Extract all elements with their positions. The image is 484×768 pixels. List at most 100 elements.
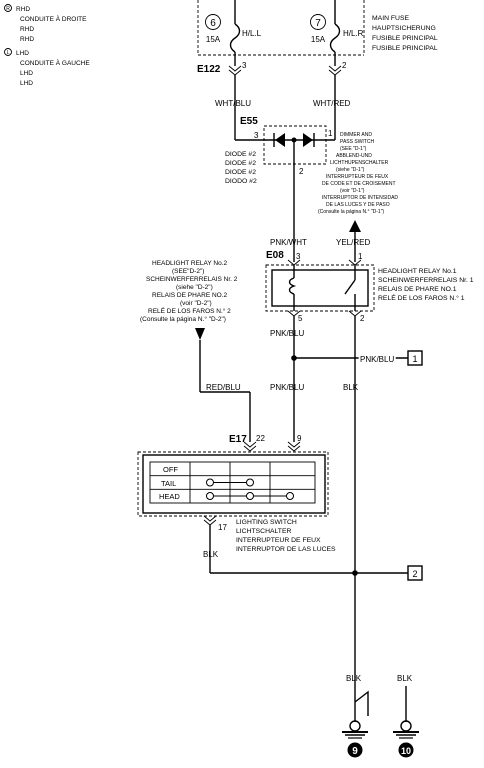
main-fuse-label-4: FUSIBLE PRINCIPAL: [372, 45, 438, 52]
e122-right-terminal: [328, 65, 342, 76]
lhd-mark: L: [7, 50, 10, 56]
relay-1-label-1: HEADLIGHT RELAY No.1: [378, 268, 457, 275]
lhd-line-1: LHD: [16, 50, 29, 57]
relay-1-label-4: RELÉ DE LOS FAROS N.° 1: [378, 293, 465, 302]
diode-label-2: DIODE #2: [225, 160, 256, 167]
relay-2-ref-6: (voir "D-2"): [180, 300, 212, 307]
switch-label-3: INTERRUPTEUR DE FEUX: [236, 537, 321, 544]
fuse-7-badge: [310, 14, 326, 30]
relay-2-ref-2: (SEE"D-2"): [172, 268, 204, 275]
switch-label-1: LIGHTING SWITCH: [236, 519, 297, 526]
lhd-line-2: CONDUITE À GAUCHE: [20, 58, 90, 67]
e17-id: E17: [229, 434, 247, 445]
relay-1-label-3: RELAIS DE PHARE NO.1: [378, 286, 457, 293]
ref-1-number: 1: [412, 354, 417, 364]
wire-pnk-blu-relay: PNK/BLU: [270, 329, 304, 338]
wire-red-blu: RED/BLU: [206, 383, 241, 392]
wire-blk-relay: BLK: [343, 383, 359, 392]
e08-pin-5: 5: [298, 314, 303, 323]
e55-pin-3: 3: [254, 131, 259, 140]
ground-9-badge: [347, 742, 363, 758]
wire-yel-red: YEL/RED: [336, 238, 370, 247]
dimmer-ref-12: (Consulte la página N.° "D-1"): [318, 209, 384, 215]
switch-label-2: LICHTSCHALTER: [236, 528, 291, 535]
rhd-mark-circle: [4, 4, 12, 12]
dimmer-ref-6: (siehe "D-1"): [336, 167, 365, 173]
lighting-switch-e17: E17 22 9 OFF TAIL HEAD 17 LIGHTING SWITC…: [137, 434, 336, 553]
diode-label-1: DIODE #2: [225, 151, 256, 158]
e17-pin-22: 22: [256, 434, 265, 443]
wire-wht-blu: WHT/BLU: [215, 99, 251, 108]
headlight-relay-2-reference: HEADLIGHT RELAY No.2 (SEE"D-2") SCHEINWE…: [140, 260, 238, 323]
diode-label-4: DIODO #2: [225, 178, 257, 185]
rhd-line-1: RHD: [16, 6, 30, 13]
diode-left-symbol: [275, 133, 285, 147]
dimmer-ref-7: INTERRUPTEUR DE FEUX: [326, 174, 389, 180]
lhd-line-4: LHD: [20, 80, 33, 87]
wire-pnk-blu-e17: PNK/BLU: [270, 383, 304, 392]
dimmer-ref-1: DIMMER AND: [340, 132, 372, 138]
e08-pin-2: 2: [360, 314, 365, 323]
fuse-7-name: H/L.R: [343, 29, 364, 38]
legend: R RHD CONDUITE À DROITE RHD RHD L LHD CO…: [4, 4, 90, 87]
ground-10-badge: [398, 742, 414, 758]
headlight-relay-1: E08 3 1 5 2 HEADLIGHT RELAY No.1 SCHEINW…: [265, 250, 474, 323]
relay-2-ref-8: (Consulte la página N.° "D-2"): [140, 315, 226, 323]
relay-2-ref-4: (siehe "D-2"): [176, 284, 213, 291]
diode-e55: E55 3 1 2 DIODE #2 DIODE #2 DIODE #2 DIO…: [225, 116, 336, 185]
fuse-6-name: H/L.L: [242, 29, 262, 38]
e17-pin-9: 9: [297, 434, 302, 443]
e122-left-terminal: [228, 65, 242, 76]
ground-10-number: 10: [401, 746, 411, 756]
ground-10-terminal: [400, 720, 412, 732]
splice-blk: [352, 570, 358, 576]
ground-9-terminal: [349, 720, 361, 732]
e122-pin-2: 2: [342, 61, 347, 70]
head-contact-b: [246, 492, 254, 500]
e17-pin-17: 17: [218, 523, 227, 532]
tail-contact-b: [246, 478, 254, 487]
dimmer-ref-2: PASS SWITCH: [340, 139, 374, 145]
lhd-mark-circle: [4, 48, 12, 56]
ground-section: BLK BLK 9 10: [342, 674, 419, 758]
relay-1-contact: [344, 279, 356, 295]
arrow-to-dimmer-switch: [349, 220, 361, 232]
wire-wht-red: WHT/RED: [313, 99, 351, 108]
wire-blk-switch: BLK: [203, 550, 219, 559]
connector-e122: E122 3 2: [197, 52, 347, 130]
ref-box-2: [407, 565, 423, 581]
fuse-6-symbol: [229, 23, 241, 53]
switch-row-off: OFF: [163, 465, 178, 474]
ref-box-1: [407, 350, 423, 366]
fuse-6-badge: [205, 14, 221, 30]
switch-label-4: INTERRUPTOR DE LAS LUCES: [236, 546, 336, 553]
rhd-mark: R: [6, 6, 10, 12]
switch-row-head: HEAD: [159, 492, 180, 501]
e08-id: E08: [266, 250, 284, 261]
tail-contact-a: [206, 478, 214, 487]
dimmer-ref-3: (SEE "D-1"): [340, 146, 367, 152]
relay-2-ref-5: RELAIS DE PHARE NO.2: [152, 292, 228, 299]
fuse-7-number: 7: [315, 18, 321, 29]
main-fuse-label-2: HAUPTSICHERUNG: [372, 25, 436, 32]
dimmer-ref-4: ABBLEND-UND: [336, 153, 372, 159]
e08-pin-1: 1: [358, 252, 363, 261]
dimmer-ref-9: (voir "D-1"): [340, 188, 365, 194]
main-fuse-label-1: MAIN FUSE: [372, 15, 409, 22]
wire-pnk-wht: PNK/WHT: [270, 238, 307, 247]
e55-id: E55: [240, 116, 258, 127]
relay-2-ref-1: HEADLIGHT RELAY No.2: [152, 260, 228, 267]
dimmer-switch-reference: DIMMER AND PASS SWITCH (SEE "D-1") ABBLE…: [318, 132, 398, 215]
wire-blk-ground-9: BLK: [346, 674, 362, 683]
dimmer-ref-5: LICHTHUPENSCHALTER: [330, 160, 389, 166]
rhd-line-3: RHD: [20, 26, 34, 33]
main-fuse-box: 6 15A H/L.L 7 15A H/L.R MAIN FUSE HAUPTS…: [197, 0, 438, 56]
fuse-6-rating: 15A: [206, 35, 221, 44]
rhd-line-2: CONDUITE À DROITE: [20, 14, 87, 23]
ground-9-number: 9: [352, 746, 358, 757]
relay-2-ref-3: SCHEINWERFERRELAIS Nr. 2: [146, 276, 238, 283]
fuse-7-symbol: [329, 23, 341, 53]
fuse-6-number: 6: [210, 18, 216, 29]
dimmer-ref-8: DE CODE ET DE CROISEMENT: [322, 181, 396, 187]
